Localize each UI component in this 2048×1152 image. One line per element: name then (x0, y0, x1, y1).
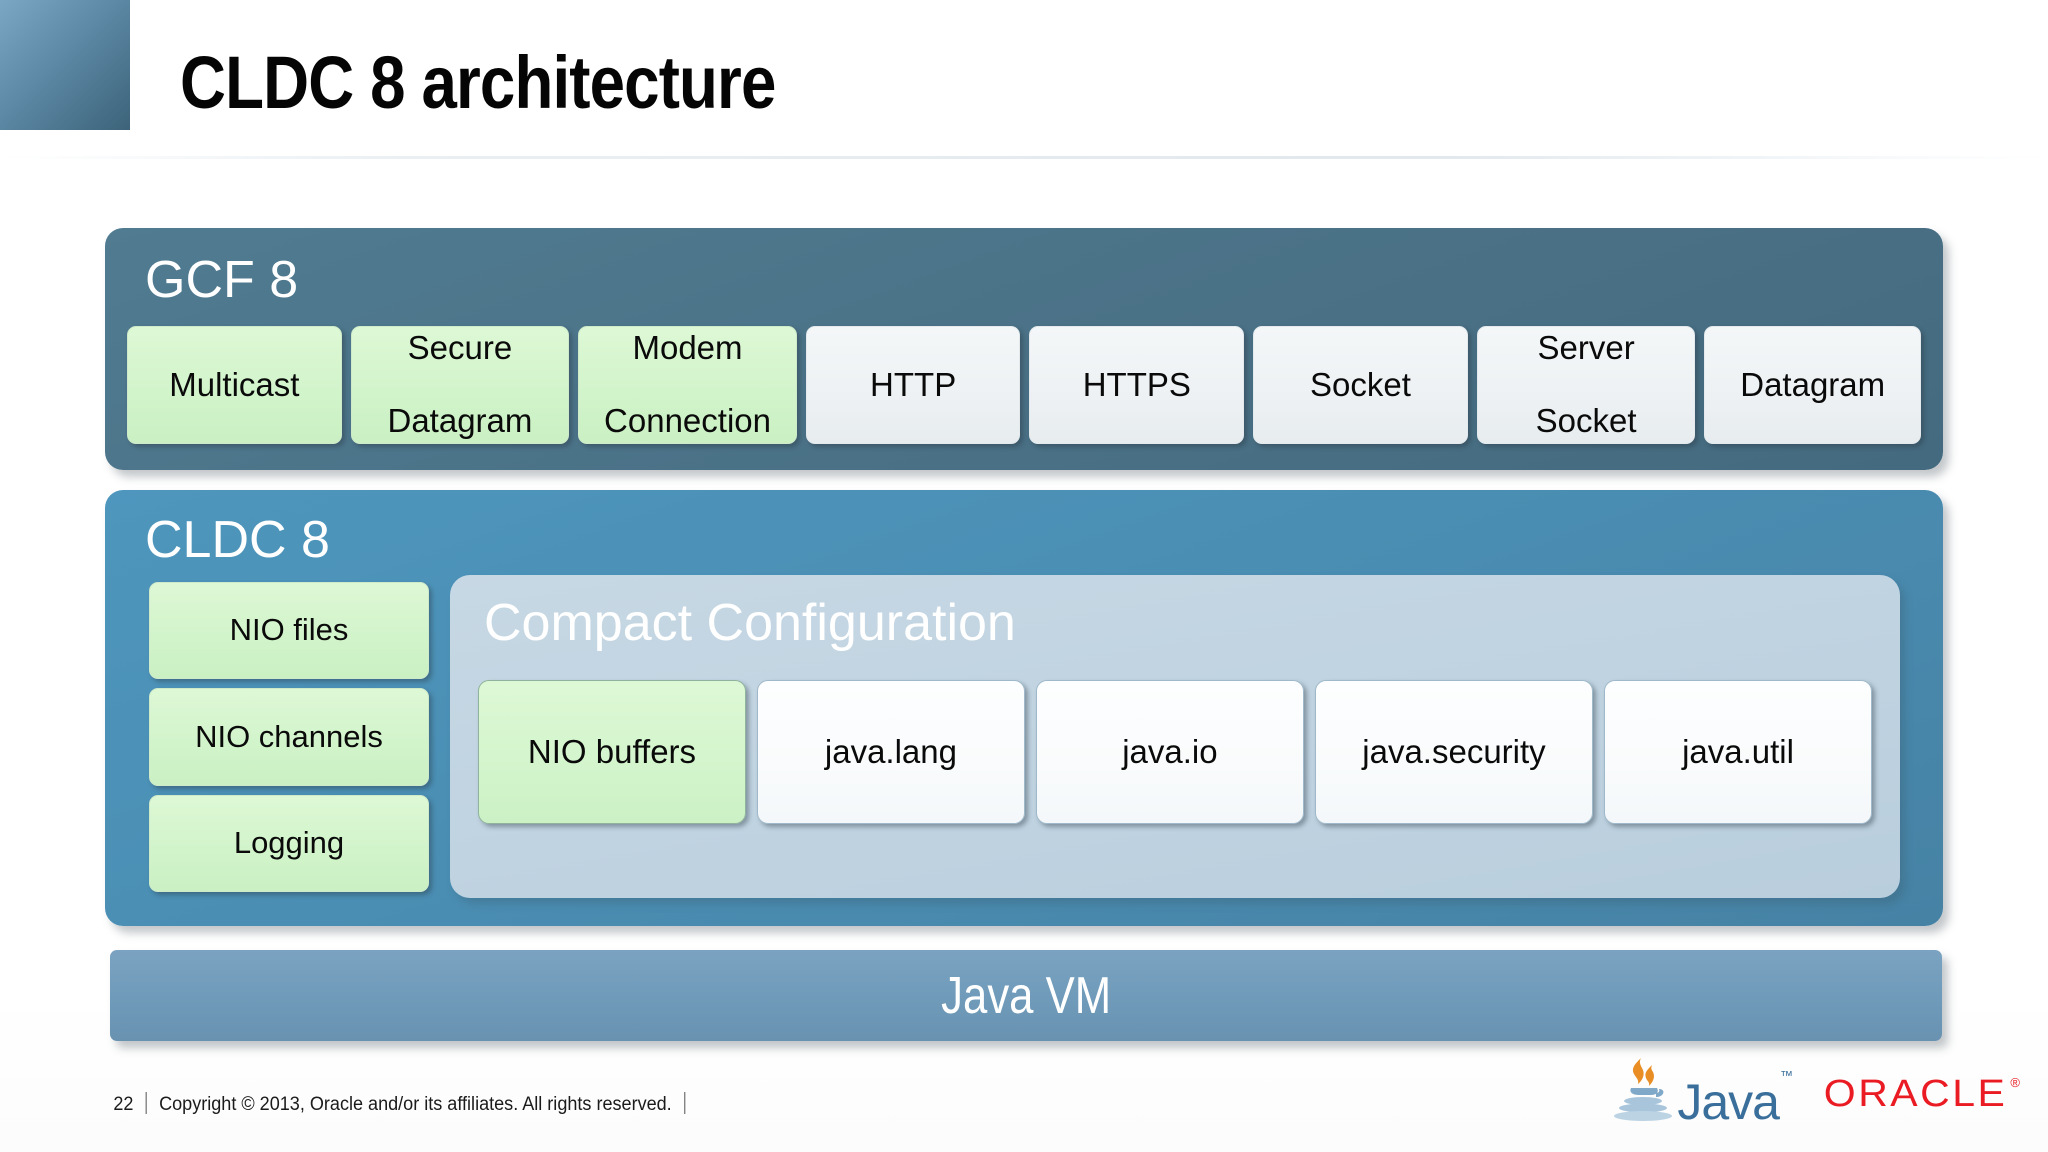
footer-copyright-text: Copyright © 2013, Oracle and/or its affi… (159, 1094, 672, 1115)
compact-chip-1[interactable]: NIO buffers (478, 680, 746, 824)
compact-configuration-panel: Compact Configuration NIO buffers java.la… (450, 575, 1900, 898)
compact-chip-4[interactable]: java.security (1314, 680, 1594, 824)
gcf-chip-6[interactable]: Socket (1253, 326, 1468, 444)
gcf-chip-8[interactable]: Datagram (1704, 326, 1921, 444)
gcf-chip-7-label: Socket (1535, 402, 1637, 440)
java-logo-tm-symbol: ™ (1780, 1068, 1793, 1083)
gcf-chip-1[interactable]: Multicast (127, 326, 342, 444)
oracle-logo-wordmark: ORACLE (1823, 1071, 2008, 1115)
gcf-chip-5[interactable]: HTTPS (1029, 326, 1245, 444)
footer-separator-2 (684, 1092, 686, 1114)
oracle-logo: ORACLE ® (1824, 1073, 2020, 1114)
gcf-chip-1-label: Multicast (169, 365, 300, 403)
compact-chip-3[interactable]: java.io (1035, 680, 1304, 824)
gcf-chip-4[interactable]: HTTP (805, 326, 1021, 444)
gcf8-heading: GCF 8 (145, 251, 299, 309)
slide-footer: 22 Copyright © 2013, Oracle and/or its a… (0, 1042, 2048, 1152)
compact-chip-3-label: java.io (1122, 732, 1218, 770)
java-logo: Java ™ (1611, 1054, 1793, 1126)
page-title: CLDC 8 architecture (180, 41, 776, 124)
cldc-left-chip-3-label: Logging (233, 824, 345, 860)
compact-chip-5[interactable]: java.util (1604, 680, 1872, 824)
java-coffee-cup-icon (1614, 1058, 1673, 1121)
gcf-chip-4-label: HTTP (870, 365, 957, 403)
gcf-chip-8-label: Datagram (1740, 365, 1886, 403)
gcf-chip-7-label: Server (1537, 328, 1635, 366)
cldc-left-chip-1[interactable]: NIO files (149, 582, 429, 680)
compact-chip-2[interactable]: java.lang (756, 680, 1025, 824)
java-vm-label: Java VM (941, 966, 1111, 1025)
java-vm-panel: Java VM (110, 950, 1942, 1041)
cldc-left-chip-2-label: NIO channels (195, 718, 383, 754)
gcf-chip-3-label: Connection (604, 402, 771, 440)
gcf-chip-2-label: Datagram (387, 402, 533, 440)
header-divider (0, 156, 2048, 159)
cldc-left-chip-1-label: NIO files (229, 612, 349, 648)
compact-chip-5-label: java.util (1682, 732, 1794, 770)
cldc-left-chip-2[interactable]: NIO channels (149, 688, 429, 786)
compact-chip-4-label: java.security (1362, 732, 1546, 770)
footer-separator-1 (145, 1092, 147, 1114)
compact-configuration-heading: Compact Configuration (484, 594, 1016, 652)
gcf-chip-3-label: Modem (632, 328, 743, 366)
java-logo-wordmark: Java (1677, 1073, 1780, 1130)
gcf-chip-2-label: Secure (407, 328, 513, 366)
compact-configuration-chip-row: NIO buffers java.lang java.io java.security… (478, 680, 1872, 824)
compact-chip-1-label: NIO buffers (527, 732, 697, 770)
cldc-left-chip-3[interactable]: Logging (149, 794, 429, 892)
footer-page-number: 22 (113, 1094, 134, 1115)
gcf-chip-6-label: Socket (1310, 365, 1411, 403)
cldc8-heading: CLDC 8 (145, 511, 330, 569)
oracle-logo-registered-symbol: ® (2010, 1075, 2020, 1090)
gcf-chip-5-label: HTTPS (1082, 365, 1191, 403)
compact-chip-2-label: java.lang (824, 732, 957, 770)
footer-copyright-line: 22 Copyright © 2013, Oracle and/or its a… (113, 1088, 697, 1116)
header-accent-block (0, 0, 130, 130)
